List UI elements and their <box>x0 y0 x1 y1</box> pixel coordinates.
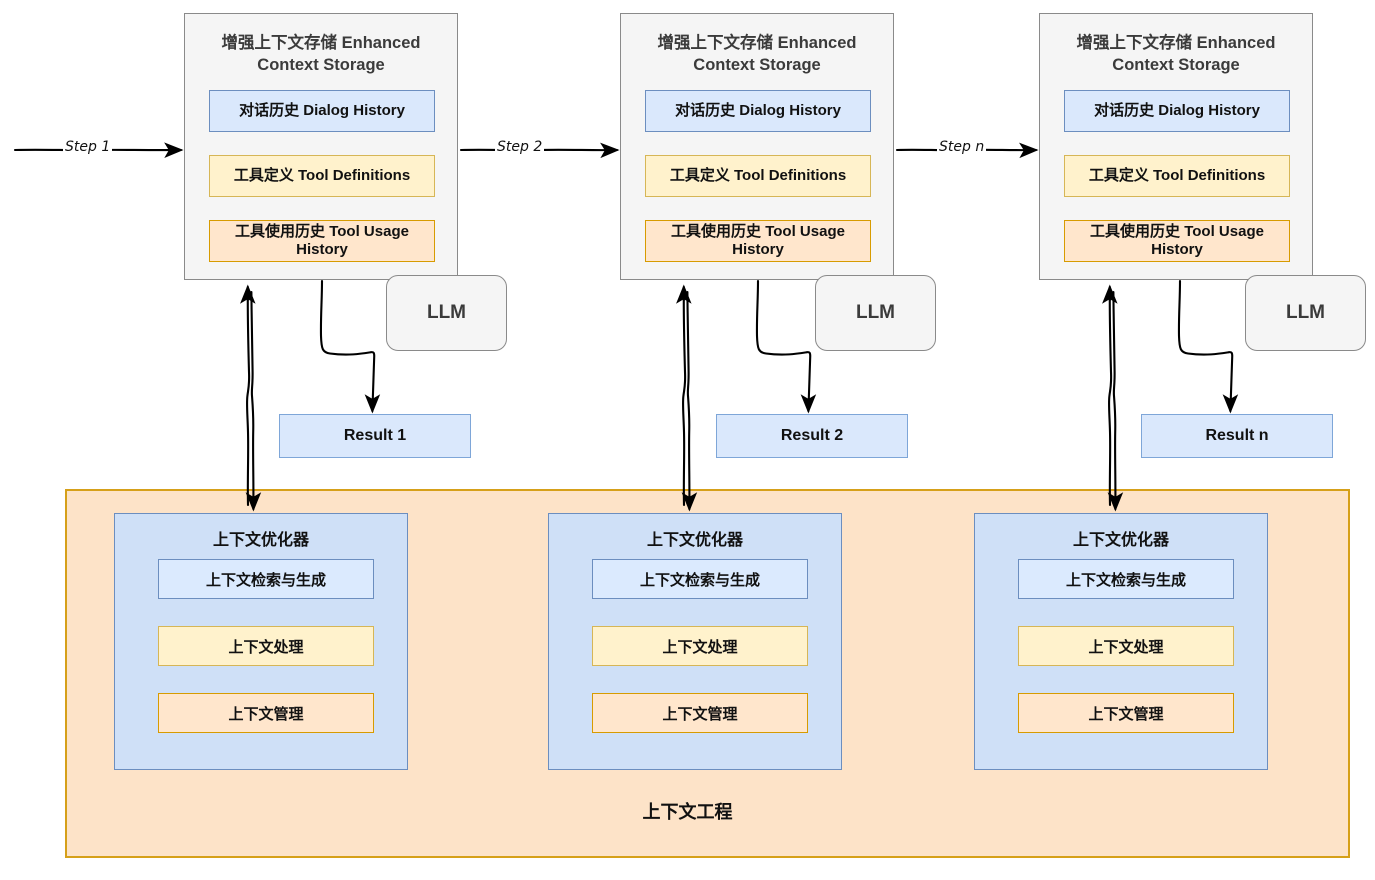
storage-to-optimizer-path-3 <box>1112 290 1117 504</box>
dialog-history-block-2: 对话历史 Dialog History <box>645 90 871 132</box>
context-optimizer-3: 上下文优化器 上下文检索与生成 上下文处理 上下文管理 <box>974 513 1268 770</box>
llm-box-3: LLM <box>1245 275 1366 351</box>
storage-title-1: 增强上下文存储 Enhanced Context Storage <box>221 34 421 75</box>
optimizer-to-storage-path-2 <box>681 290 687 507</box>
context-retrieval-generation-1: 上下文检索与生成 <box>158 559 374 599</box>
llm-call-path-1 <box>319 279 376 407</box>
dialog-history-block-1: 对话历史 Dialog History <box>209 90 435 132</box>
tool-definitions-block-3: 工具定义 Tool Definitions <box>1064 155 1290 197</box>
llm-box-2: LLM <box>815 275 936 351</box>
context-processing-1: 上下文处理 <box>158 626 374 666</box>
enhanced-context-storage-3: 增强上下文存储 Enhanced Context Storage 对话历史 Di… <box>1039 13 1313 280</box>
context-optimizer-2: 上下文优化器 上下文检索与生成 上下文处理 上下文管理 <box>548 513 842 770</box>
context-processing-3: 上下文处理 <box>1018 626 1234 666</box>
context-management-2: 上下文管理 <box>592 693 808 733</box>
tool-usage-history-block-1: 工具使用历史 Tool Usage History <box>209 220 435 262</box>
result-box-3: Result n <box>1141 414 1333 458</box>
context-engineering-label: 上下文工程 <box>642 802 733 822</box>
tool-usage-history-block-3: 工具使用历史 Tool Usage History <box>1064 220 1290 262</box>
result-box-2: Result 2 <box>716 414 908 458</box>
step-2-label: Step 2 <box>495 139 545 155</box>
storage-to-optimizer-path-2 <box>686 290 691 504</box>
step-1-label: Step 1 <box>63 139 113 155</box>
context-processing-2: 上下文处理 <box>592 626 808 666</box>
context-retrieval-generation-3: 上下文检索与生成 <box>1018 559 1234 599</box>
tool-usage-history-block-2: 工具使用历史 Tool Usage History <box>645 220 871 262</box>
llm-call-path-2 <box>755 279 812 407</box>
storage-to-optimizer-path-1 <box>250 290 255 504</box>
dialog-history-block-3: 对话历史 Dialog History <box>1064 90 1290 132</box>
result-box-1: Result 1 <box>279 414 471 458</box>
context-management-3: 上下文管理 <box>1018 693 1234 733</box>
step-n-label: Step n <box>937 139 987 155</box>
optimizer-to-storage-path-1 <box>245 290 251 507</box>
context-optimizer-1: 上下文优化器 上下文检索与生成 上下文处理 上下文管理 <box>114 513 408 770</box>
llm-box-1: LLM <box>386 275 507 351</box>
tool-definitions-block-1: 工具定义 Tool Definitions <box>209 155 435 197</box>
enhanced-context-storage-2: 增强上下文存储 Enhanced Context Storage 对话历史 Di… <box>620 13 894 280</box>
optimizer-to-storage-path-3 <box>1107 290 1113 507</box>
llm-call-path-3 <box>1177 279 1234 407</box>
tool-definitions-block-2: 工具定义 Tool Definitions <box>645 155 871 197</box>
context-retrieval-generation-2: 上下文检索与生成 <box>592 559 808 599</box>
enhanced-context-storage-1: 增强上下文存储 Enhanced Context Storage 对话历史 Di… <box>184 13 458 280</box>
context-management-1: 上下文管理 <box>158 693 374 733</box>
optimizer-title-3: 上下文优化器 <box>1072 532 1169 549</box>
storage-title-2: 增强上下文存储 Enhanced Context Storage <box>657 34 857 75</box>
optimizer-title-2: 上下文优化器 <box>646 532 743 549</box>
storage-title-3: 增强上下文存储 Enhanced Context Storage <box>1076 34 1276 75</box>
optimizer-title-1: 上下文优化器 <box>212 532 309 549</box>
